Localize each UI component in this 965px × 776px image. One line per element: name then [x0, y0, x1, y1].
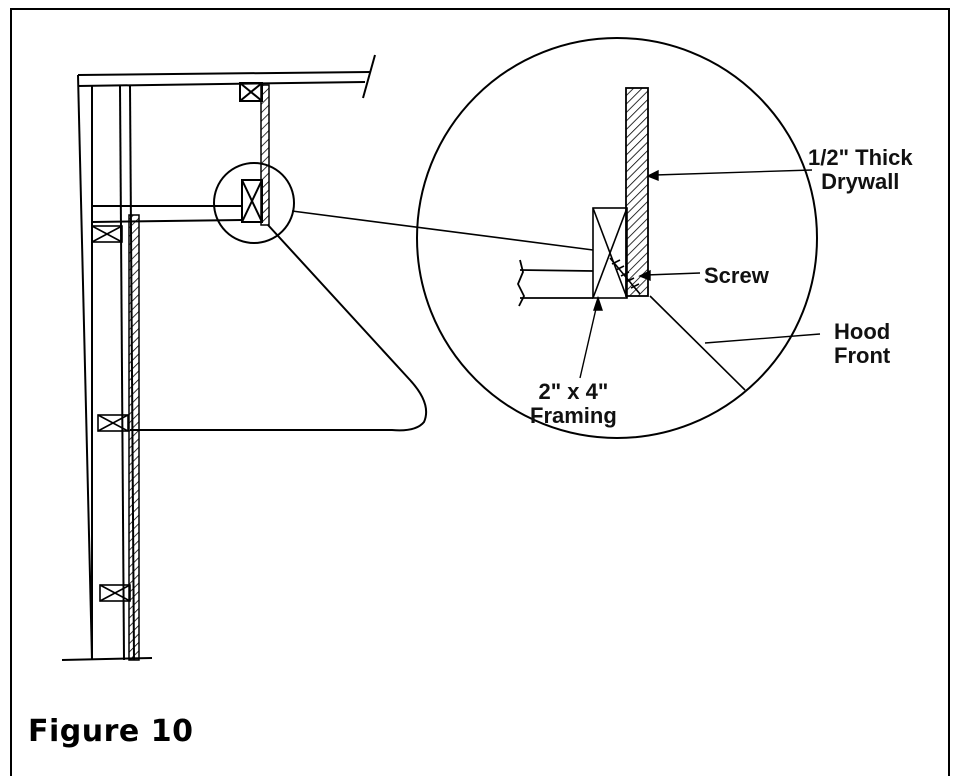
drywall-label: 1/2" Thick Drywall	[808, 146, 913, 194]
framing-label: 2" x 4" Framing	[530, 380, 617, 428]
wall-studs	[77, 74, 135, 661]
detail-hood-front-line	[649, 295, 746, 391]
drywall-label-line2: Drywall	[821, 169, 900, 194]
ceiling-joist	[77, 54, 376, 99]
hood-front-label-line1: Hood	[834, 319, 891, 344]
detail-drywall	[625, 87, 649, 297]
wall-blocking	[91, 225, 131, 602]
figure-caption: Figure 10	[28, 714, 194, 749]
detail-joist	[517, 259, 594, 307]
enlarged-detail-circle	[416, 37, 818, 439]
screw-label: Screw	[704, 264, 769, 288]
detail-framing-block	[592, 207, 628, 299]
floor-line	[61, 657, 153, 661]
detail-screw	[609, 257, 641, 295]
soffit-drywall	[260, 84, 270, 226]
hood-front-label: Hood Front	[834, 320, 890, 368]
range-hood-outline	[130, 224, 428, 432]
label-leaders	[579, 169, 821, 379]
detail-leader-line	[291, 210, 594, 251]
wall-drywall	[128, 214, 140, 661]
figure-frame	[10, 8, 950, 776]
detail-callout-circle	[213, 162, 295, 244]
screw-label-text: Screw	[704, 263, 769, 288]
framing-label-line1: 2" x 4"	[538, 379, 609, 404]
hood-front-label-line2: Front	[834, 343, 891, 368]
framing-label-line2: Framing	[530, 403, 617, 428]
soffit-framing	[91, 82, 263, 223]
drywall-label-line1: 1/2" Thick	[808, 145, 913, 170]
